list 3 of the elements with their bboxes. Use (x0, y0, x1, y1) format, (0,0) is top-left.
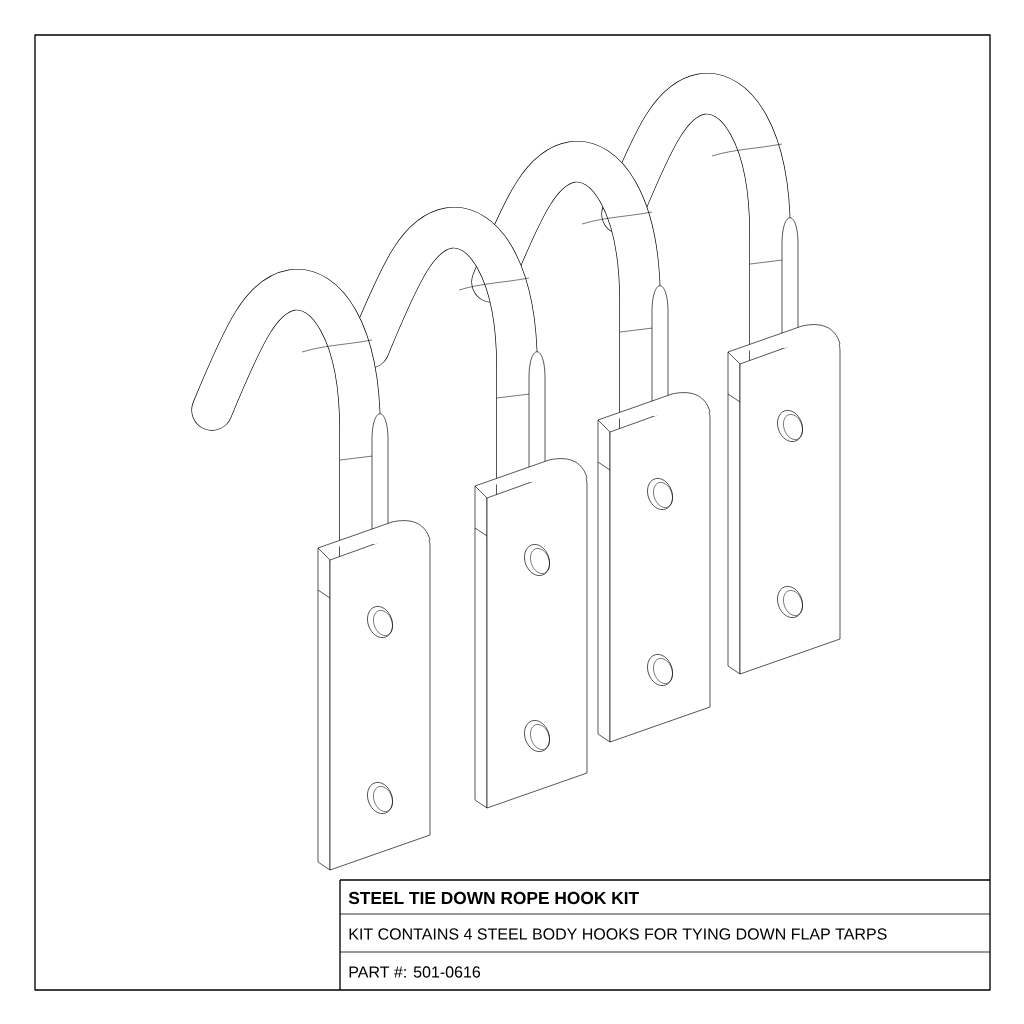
title-text: STEEL TIE DOWN ROPE HOOK KIT (348, 891, 639, 905)
part-number: PART #: 501-0616 (349, 966, 481, 978)
description-text: KIT CONTAINS 4 STEEL BODY HOOKS FOR TYING DOWN FLAP TARPS (349, 928, 887, 940)
